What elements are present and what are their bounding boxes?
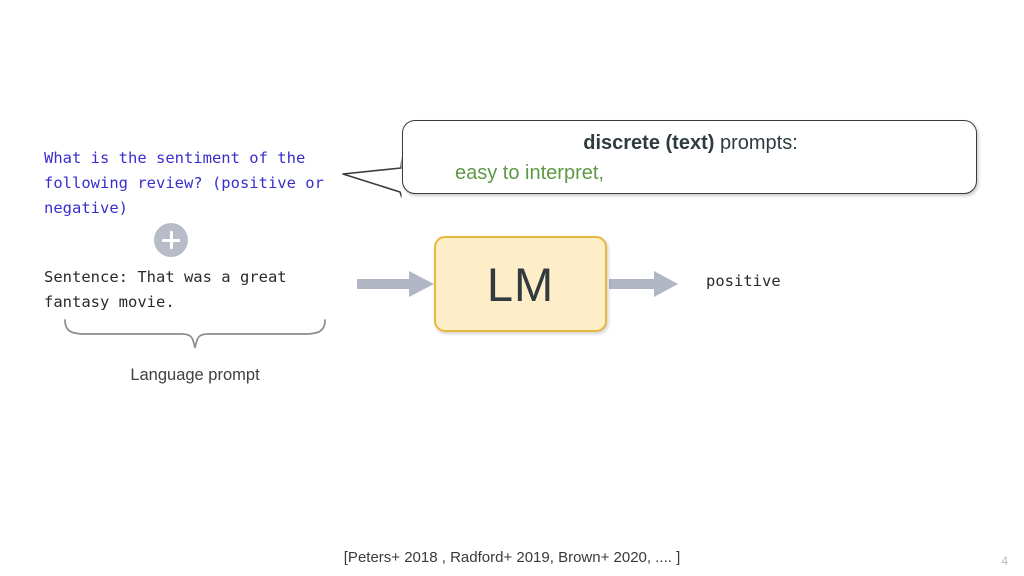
language-model-box: LM (434, 236, 607, 332)
callout-subtext: easy to interpret, (455, 162, 604, 184)
plus-icon (154, 223, 188, 257)
callout-heading-rest: prompts: (714, 132, 798, 154)
callout-heading-bold: discrete (text) (583, 132, 715, 154)
model-output-label: positive (706, 272, 781, 290)
citation-text: [Peters+ 2018 , Radford+ 2019, Brown+ 20… (343, 549, 681, 566)
language-model-label: LM (486, 257, 555, 311)
arrow-right-icon-output (609, 270, 679, 303)
callout-bubble: discrete (text) prompts: easy to interpr… (402, 120, 977, 194)
page-number: 4 (1001, 554, 1008, 568)
callout-tail (340, 148, 410, 200)
brace-caption-label: Language prompt (130, 366, 260, 384)
prompt-sentence-text: Sentence: That was a great fantasy movie… (44, 268, 296, 311)
plus-icon-vertical-bar (169, 231, 173, 249)
callout-heading: discrete (text) prompts: (403, 132, 978, 155)
arrow-right-icon-input (357, 270, 435, 303)
prompt-instruction-text: What is the sentiment of the following r… (44, 149, 334, 217)
curly-brace-icon (62, 318, 328, 352)
